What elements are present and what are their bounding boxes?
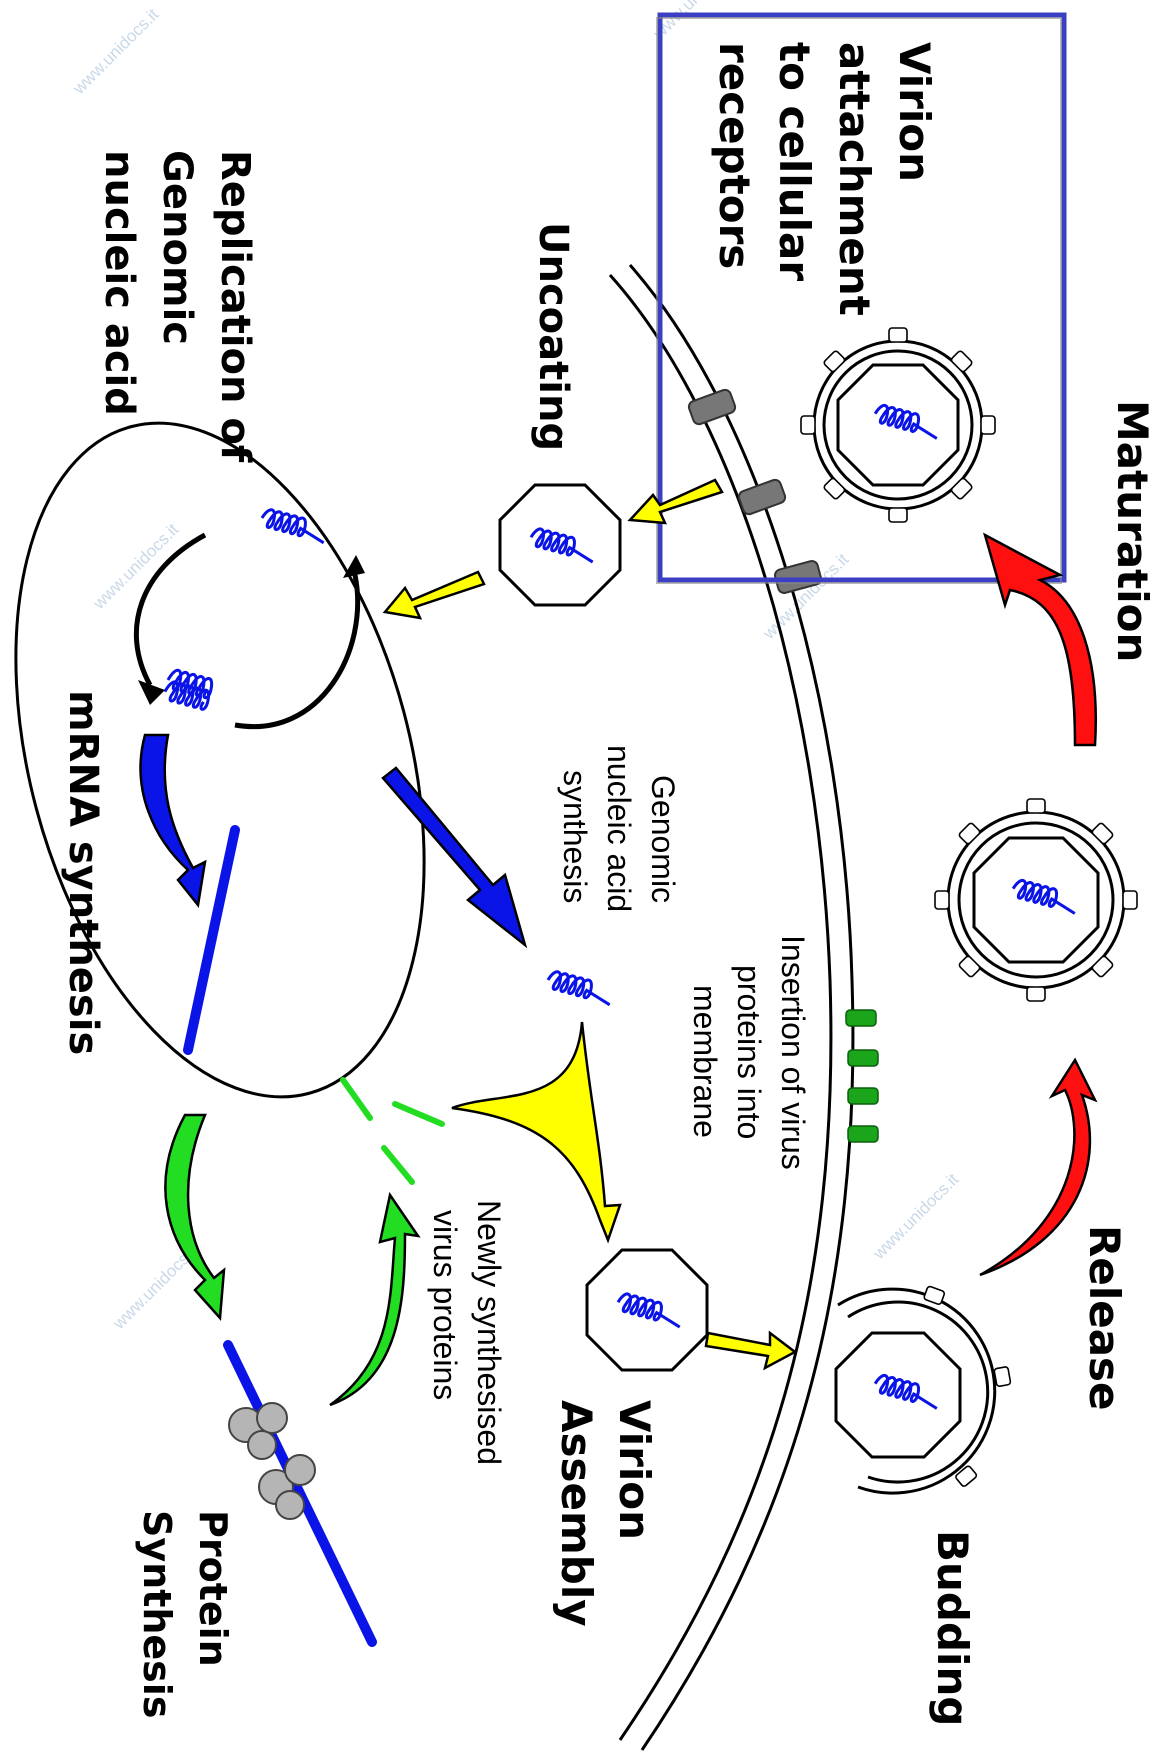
- svg-text:Protein: Protein: [191, 1510, 235, 1667]
- label-maturation: Maturation: [1108, 400, 1157, 662]
- label-insertion: Insertion of virus proteins into membran…: [687, 935, 811, 1170]
- svg-text:attachment: attachment: [830, 42, 879, 316]
- label-newly-synthesised: Newly synthesised virus proteins: [427, 1200, 507, 1465]
- nucleus: [14, 421, 426, 1099]
- green-arrows: [164, 1113, 421, 1407]
- svg-text:receptors: receptors: [710, 42, 759, 269]
- svg-text:Maturation: Maturation: [1108, 400, 1157, 662]
- red-arrows: [979, 532, 1098, 1277]
- label-uncoating: Uncoating: [530, 222, 576, 451]
- label-genomic-synthesis: Genomic nucleic acid synthesis: [557, 745, 681, 912]
- budding-virion: [834, 1284, 1012, 1495]
- attachment-highlight-box: [657, 12, 1067, 583]
- replication-cycle: [133, 506, 365, 730]
- cellular-receptors: [687, 388, 823, 594]
- svg-text:Genomic: Genomic: [645, 775, 681, 903]
- label-replication: Replication of Genomic nucleic acid: [96, 150, 258, 463]
- ribosomes: [228, 1402, 316, 1520]
- svg-text:Release: Release: [1080, 1225, 1129, 1411]
- svg-text:Genomic: Genomic: [154, 150, 200, 345]
- svg-text:Uncoating: Uncoating: [530, 222, 576, 451]
- svg-text:Virion: Virion: [610, 1400, 659, 1540]
- svg-text:Assembly: Assembly: [552, 1400, 601, 1627]
- svg-text:nucleic acid: nucleic acid: [96, 150, 142, 416]
- svg-text:Virion: Virion: [890, 42, 939, 182]
- label-release: Release: [1080, 1225, 1129, 1411]
- genomic-rna: [544, 968, 616, 1007]
- mrna-translated-strand: [223, 1340, 377, 1647]
- svg-text:proteins into: proteins into: [731, 965, 767, 1139]
- label-virion-attachment: Virion attachment to cellular receptors: [710, 42, 939, 316]
- svg-text:mRNA synthesis: mRNA synthesis: [60, 690, 106, 1055]
- label-budding: Budding: [928, 1530, 977, 1726]
- svg-text:Synthesis: Synthesis: [135, 1510, 179, 1718]
- attached-virion: [800, 327, 996, 523]
- label-mrna-synthesis: mRNA synthesis: [60, 690, 106, 1055]
- assembled-capsid: [585, 1248, 709, 1372]
- uncoating-capsid: [498, 483, 622, 607]
- yellow-arrows: [382, 478, 798, 1371]
- svg-text:Insertion of virus: Insertion of virus: [775, 935, 811, 1170]
- mrna-strand: [183, 825, 240, 1055]
- svg-text:virus proteins: virus proteins: [427, 1210, 463, 1400]
- watermark-2: www.unidocs.it: [649, 0, 743, 44]
- svg-text:synthesis: synthesis: [557, 770, 593, 903]
- cell-membrane: [608, 264, 855, 1751]
- released-virion: [934, 798, 1138, 1002]
- svg-text:Newly synthesised: Newly synthesised: [471, 1200, 507, 1465]
- watermark-1: www.unidocs.it: [69, 5, 163, 99]
- watermark-6: www.unidocs.it: [869, 1170, 963, 1264]
- watermark-3: www.unidocs.it: [89, 520, 183, 614]
- svg-text:to cellular: to cellular: [770, 42, 819, 281]
- label-virion-assembly: Virion Assembly: [552, 1400, 659, 1627]
- svg-text:Replication of: Replication of: [212, 150, 258, 463]
- svg-text:Budding: Budding: [928, 1530, 977, 1726]
- svg-text:membrane: membrane: [687, 985, 723, 1138]
- svg-text:nucleic acid: nucleic acid: [601, 745, 637, 912]
- new-protein-fragments: [340, 1077, 445, 1185]
- inserted-virus-proteins: [845, 1009, 879, 1143]
- blue-arrows: [139, 733, 528, 949]
- label-protein-synthesis: Protein Synthesis: [135, 1510, 235, 1718]
